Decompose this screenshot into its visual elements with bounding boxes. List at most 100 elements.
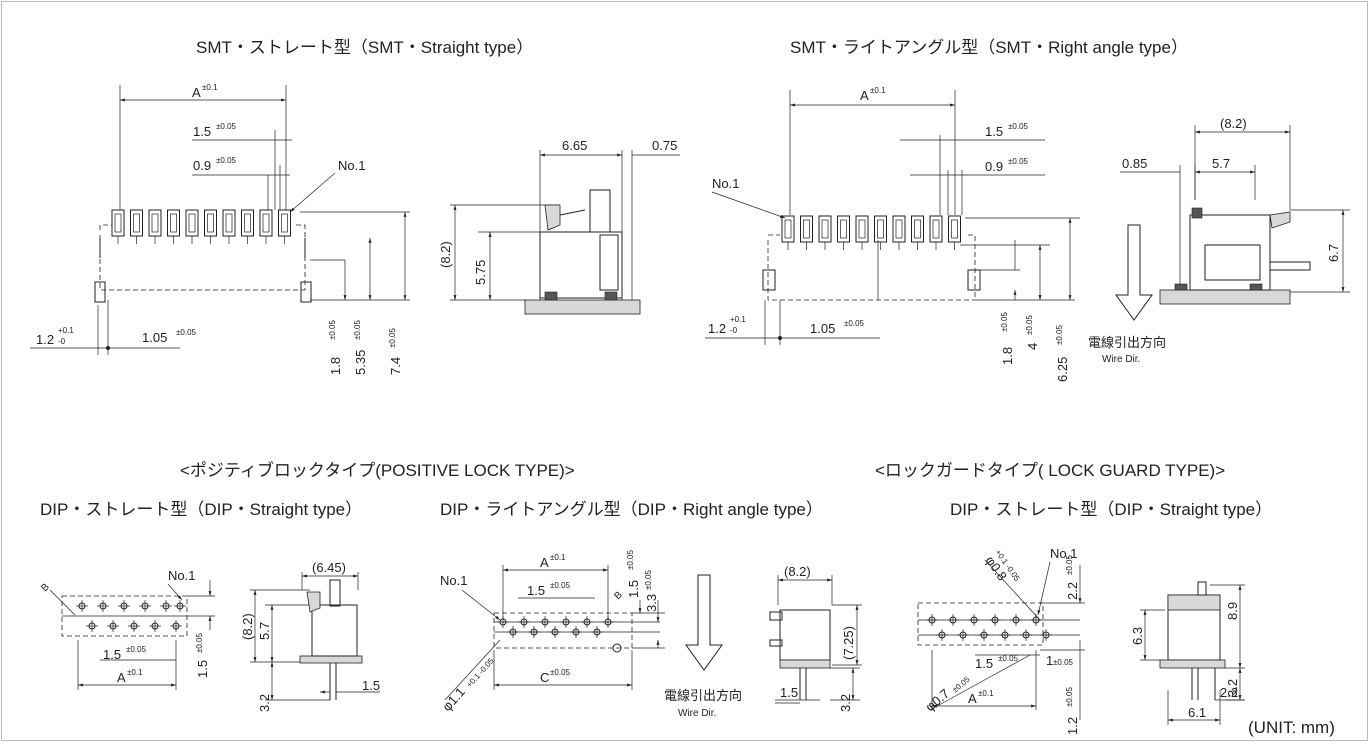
title-positive-lock: <ポジティブロックタイプ(POSITIVE LOCK TYPE)> xyxy=(180,460,575,480)
title-dip-straight-1: DIP・ストレート型（DIP・Straight type） xyxy=(40,500,362,519)
wire-direction-arrow-icon xyxy=(1115,224,1153,321)
dim-645: (6.45) xyxy=(312,560,346,575)
wire-dir-jp: 電線引出方向 xyxy=(664,688,742,703)
dip-straight-2-top-view: No.1 φ0.8 +0.1 -0.05 2.2 ±0.05 1.5 ±0.05… xyxy=(917,546,1085,735)
dip-straight-1-top-view: No.1 B A ±0.1 1.5 ±0.05 1.5 ±0.05 xyxy=(39,568,215,690)
dim-665: 6.65 xyxy=(562,138,587,153)
dim-085: 0.85 xyxy=(1122,156,1147,171)
contact-pin-inner xyxy=(281,213,288,233)
contact-pin-inner xyxy=(784,219,792,239)
tol: ±0.05 xyxy=(550,668,571,677)
dim-535: 5.35 xyxy=(353,350,368,375)
contact-pin-inner xyxy=(170,213,177,233)
tol: +0.1 xyxy=(58,326,74,335)
tol: ±0.05 xyxy=(644,569,653,590)
smt-straight-side-view: 6.65 0.75 (8.2) 5.75 xyxy=(438,138,680,315)
tol: ±0.05 xyxy=(1055,324,1064,345)
title-dip-straight-2: DIP・ストレート型（DIP・Straight type） xyxy=(950,500,1272,519)
tol: ±0.05 xyxy=(195,632,204,653)
tol: ±0.05 xyxy=(1008,157,1029,166)
tol: ±0.05 xyxy=(216,122,237,131)
dim-82: (8.2) xyxy=(438,241,453,268)
dim-82: (8.2) xyxy=(1220,116,1247,131)
tol: ±0.1 xyxy=(202,83,218,92)
dim-pitch: 1.5 xyxy=(975,656,993,671)
contact-pin-inner xyxy=(914,219,921,239)
tol: ±0.1 xyxy=(127,668,143,677)
tol: ±0.05 xyxy=(216,156,237,165)
wire-dir-en: Wire Dir. xyxy=(1102,354,1140,365)
dim-57: 5.7 xyxy=(1212,156,1230,171)
contact-pin-inner xyxy=(207,213,214,233)
dim-61: 6.1 xyxy=(1188,705,1206,720)
no1-label: No.1 xyxy=(1050,546,1077,561)
dim-09: 0.9 xyxy=(193,158,211,173)
dim-74: 7.4 xyxy=(388,357,403,375)
dim-15: 1.5 xyxy=(362,678,380,693)
tol: ±0.05 xyxy=(1025,314,1034,335)
contact-pin-inner xyxy=(225,213,233,233)
dim-a: A xyxy=(192,85,201,100)
angle-b: B xyxy=(612,589,625,602)
dim-32: 3.2 xyxy=(1225,679,1240,697)
dip-right-top-view: A ±0.1 1.5 ±0.05 No.1 B 1.5 ±0.05 3.3 ±0… xyxy=(439,549,742,719)
dim-1: 1 xyxy=(1046,653,1053,668)
dim-pitch: 1.5 xyxy=(193,124,211,139)
tol: ±0.05 xyxy=(126,645,147,654)
dim-12: 1.2 xyxy=(36,332,54,347)
dim-a: A xyxy=(540,555,549,570)
no1-label: No.1 xyxy=(168,568,195,583)
dim-575: 5.75 xyxy=(473,260,488,285)
title-smt-right-angle: SMT・ライトアングル型（SMT・Right angle type） xyxy=(790,38,1188,57)
dim-57: 5.7 xyxy=(257,622,272,640)
wire-dir-jp: 電線引出方向 xyxy=(1088,335,1166,350)
dim-18: 1.8 xyxy=(1000,347,1015,365)
contact-pin-inner xyxy=(932,219,940,239)
dim-pitch: 1.5 xyxy=(103,647,121,662)
title-smt-straight: SMT・ストレート型（SMT・Straight type） xyxy=(196,38,533,57)
unit-label: (UNIT: mm) xyxy=(1248,718,1335,737)
contact-pin-inner xyxy=(803,219,810,239)
dim-89: 8.9 xyxy=(1225,602,1240,620)
tol: +0.1 xyxy=(730,315,746,324)
tol: ±0.05 xyxy=(176,328,197,337)
contact-pin-inner xyxy=(895,219,903,239)
contact-pin-inner xyxy=(151,213,159,233)
dim-a: A xyxy=(117,670,126,685)
tol: ±0.05 xyxy=(328,319,337,340)
contact-pin-inner xyxy=(188,213,196,233)
title-lock-guard: <ロックガードタイプ( LOCK GUARD TYPE)> xyxy=(875,461,1225,480)
title-dip-right-angle: DIP・ライトアングル型（DIP・Right angle type） xyxy=(440,500,823,519)
tol: ±0.05 xyxy=(353,319,362,340)
dim-4: 4 xyxy=(1025,343,1040,350)
tol: -0 xyxy=(730,326,738,335)
tol: -0 xyxy=(58,337,66,346)
dim-15: 1.5 xyxy=(626,580,641,598)
tol: ±0.1 xyxy=(550,553,566,562)
no1-label: No.1 xyxy=(338,158,365,173)
dim-32: 3.2 xyxy=(838,694,853,712)
contact-pin-inner xyxy=(840,219,847,239)
contact-pin-inner xyxy=(821,219,829,239)
no1-label: No.1 xyxy=(712,176,739,191)
tol: ±0.05 xyxy=(626,549,635,570)
contact-pin-inner xyxy=(244,213,251,233)
dim-625: 6.25 xyxy=(1055,357,1070,382)
smt-right-top-view: A ±0.1 1.5 ±0.05 0.9 ±0.05 No.1 1.2 +0.1… xyxy=(705,86,1166,382)
dip-straight-1-side-view: (6.45) (8.2) 5.7 3.2 1.5 xyxy=(240,560,380,712)
dim-18: 1.8 xyxy=(328,357,343,375)
dim-phi07: φ0.7 xyxy=(922,686,952,715)
dim-725: (7.25) xyxy=(841,626,856,660)
contact-pin-inner xyxy=(858,219,866,239)
tol: ±0.05 xyxy=(550,581,571,590)
dim-phi11: φ1.1 xyxy=(439,684,468,714)
no1-label: No.1 xyxy=(440,573,467,588)
dim-pitch: 1.5 xyxy=(985,124,1003,139)
dim-pitch: 1.5 xyxy=(527,583,545,598)
dim-09: 0.9 xyxy=(985,159,1003,174)
dim-105: 1.05 xyxy=(142,330,167,345)
dim-c: C xyxy=(540,670,549,685)
dim-82: (8.2) xyxy=(784,564,811,579)
